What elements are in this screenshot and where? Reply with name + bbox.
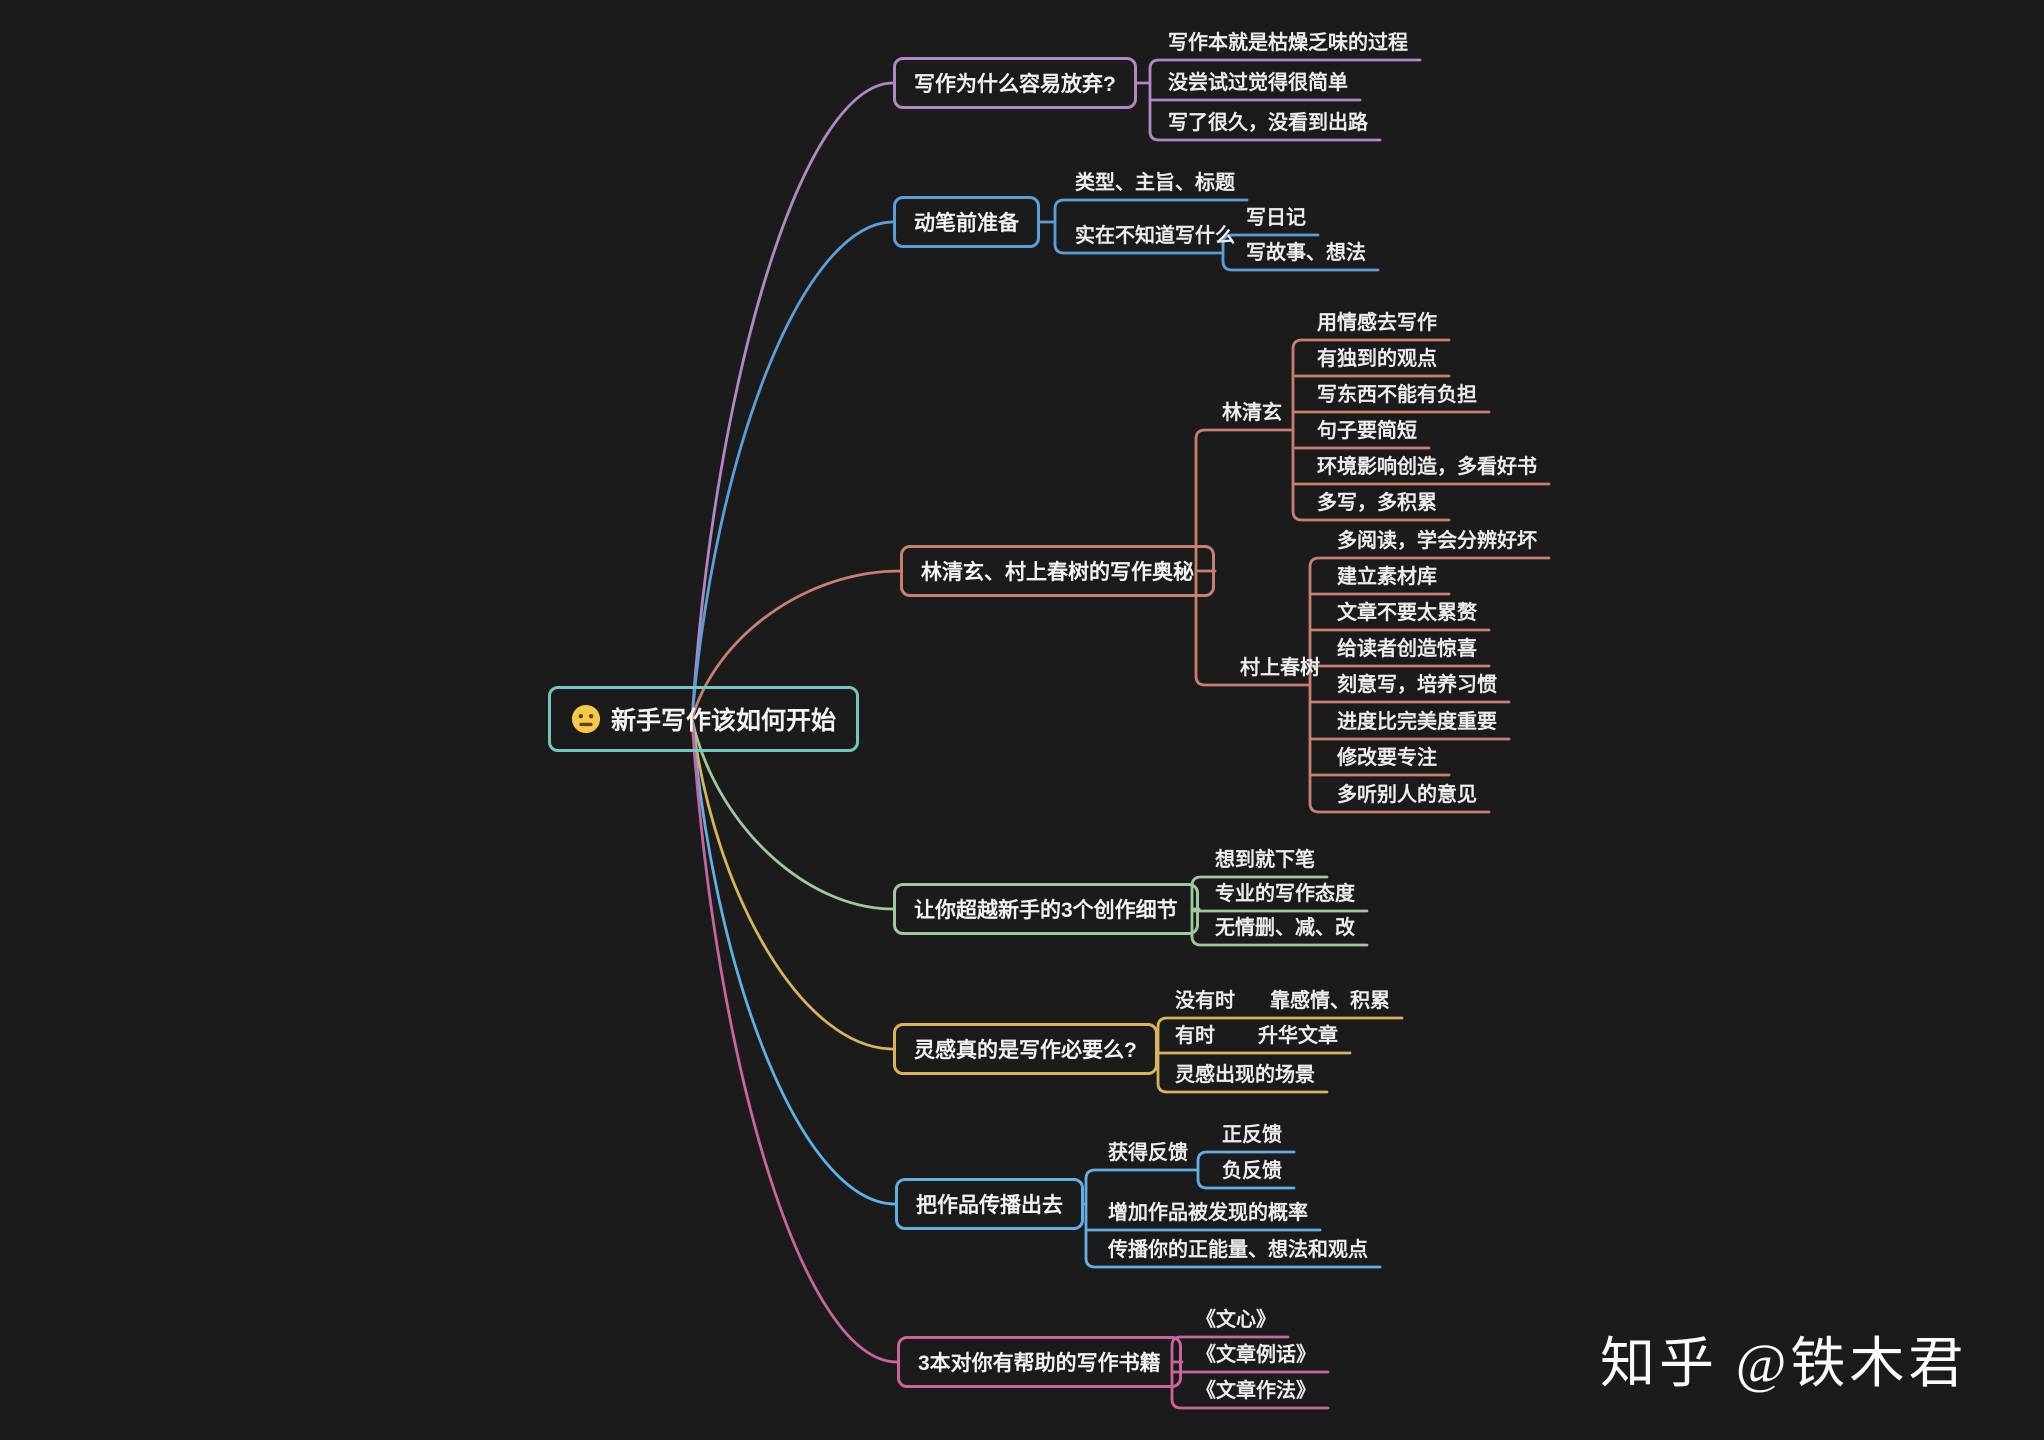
connector — [690, 717, 897, 1206]
connector — [690, 717, 899, 1364]
mindmap-subtopic[interactable]: 多阅读，学会分辨好坏 — [1337, 530, 1537, 552]
connector — [1084, 1168, 1200, 1181]
connector — [1170, 1397, 1330, 1410]
mindmap-subtopic[interactable]: 建立素材库 — [1337, 566, 1437, 588]
central-topic-label: 新手写作该如何开始 — [611, 707, 837, 735]
mindmap-subtopic[interactable]: 有时 — [1175, 1025, 1215, 1047]
connector — [1291, 509, 1451, 522]
central-topic[interactable]: 新手写作该如何开始 — [548, 686, 860, 752]
branch-topic[interactable]: 3本对你有帮助的写作书籍 — [897, 1336, 1182, 1388]
mindmap-subtopic[interactable]: 《文心》 — [1196, 1309, 1276, 1331]
connector — [1053, 198, 1249, 211]
connector — [1308, 801, 1491, 814]
mindmap-subtopic[interactable]: 给读者创造惊喜 — [1337, 638, 1477, 660]
mindmap-subtopic[interactable]: 实在不知道写什么 — [1075, 225, 1235, 247]
connector — [1221, 233, 1320, 246]
mindmap-subtopic[interactable]: 升华文章 — [1258, 1025, 1338, 1047]
mindmap-subtopic[interactable]: 进度比完美度重要 — [1337, 711, 1497, 733]
connector — [690, 717, 895, 1051]
mindmap-subtopic[interactable]: 获得反馈 — [1108, 1142, 1188, 1164]
mindmap-subtopic[interactable]: 《文章作法》 — [1196, 1380, 1316, 1402]
connector — [1194, 428, 1295, 441]
connector — [1156, 1081, 1329, 1094]
mindmap-subtopic[interactable]: 想到就下笔 — [1215, 849, 1315, 871]
connector — [1156, 1016, 1404, 1029]
connector — [1148, 58, 1422, 71]
mindmap-subtopic[interactable]: 有独到的观点 — [1317, 348, 1437, 370]
mindmap-subtopic[interactable]: 多听别人的意见 — [1337, 784, 1477, 806]
connector — [1291, 338, 1451, 351]
mindmap-subtopic[interactable]: 多写，多积累 — [1317, 492, 1437, 514]
connector — [1053, 242, 1225, 255]
mindmap-subtopic[interactable]: 专业的写作态度 — [1215, 883, 1355, 905]
watermark: 知乎 @铁木君 — [1600, 1333, 1968, 1394]
mindmap-subtopic[interactable]: 写故事、想法 — [1246, 242, 1366, 264]
mindmap-subtopic[interactable]: 无情删、减、改 — [1215, 917, 1355, 939]
mindmap-subtopic[interactable]: 修改要专注 — [1337, 747, 1437, 769]
mindmap-subtopic[interactable]: 传播你的正能量、想法和观点 — [1108, 1239, 1368, 1261]
connector — [1196, 1177, 1296, 1190]
connector — [1148, 129, 1382, 142]
mindmap-subtopic[interactable]: 灵感出现的场景 — [1175, 1064, 1315, 1086]
branch-topic[interactable]: 让你超越新手的3个创作细节 — [893, 883, 1199, 935]
mindmap-subtopic[interactable]: 村上春树 — [1240, 657, 1320, 679]
mindmap-subtopic[interactable]: 文章不要太累赘 — [1337, 602, 1477, 624]
mindmap-subtopic[interactable]: 正反馈 — [1222, 1124, 1282, 1146]
mindmap-subtopic[interactable]: 写了很久，没看到出路 — [1168, 112, 1368, 134]
branch-topic[interactable]: 写作为什么容易放弃? — [893, 57, 1137, 109]
mindmap-subtopic[interactable]: 增加作品被发现的概率 — [1108, 1202, 1308, 1224]
mindmap-subtopic[interactable]: 《文章例话》 — [1196, 1344, 1316, 1366]
mindmap-subtopic[interactable]: 环境影响创造，多看好书 — [1317, 456, 1537, 478]
mindmap-subtopic[interactable]: 写作本就是枯燥乏味的过程 — [1168, 32, 1408, 54]
connector — [690, 717, 895, 911]
mindmap-subtopic[interactable]: 句子要简短 — [1317, 420, 1417, 442]
branch-topic[interactable]: 把作品传播出去 — [895, 1178, 1084, 1230]
connector — [1221, 259, 1380, 272]
mindmap-subtopic[interactable]: 负反馈 — [1222, 1160, 1282, 1182]
branch-topic[interactable]: 动笔前准备 — [893, 196, 1040, 248]
connector — [1308, 556, 1551, 569]
connector — [1194, 674, 1312, 687]
mindmap-subtopic[interactable]: 刻意写，培养习惯 — [1337, 674, 1497, 696]
mindmap-subtopic[interactable]: 靠感情、积累 — [1270, 990, 1390, 1012]
mindmap-subtopic[interactable]: 没有时 — [1175, 990, 1235, 1012]
connector — [1190, 934, 1369, 947]
mindmap-subtopic[interactable]: 林清玄 — [1222, 402, 1282, 424]
mindmap-subtopic[interactable]: 用情感去写作 — [1317, 312, 1437, 334]
connector — [690, 220, 895, 721]
mindmap-subtopic[interactable]: 写日记 — [1246, 207, 1306, 229]
mindmap-subtopic[interactable]: 没尝试过觉得很简单 — [1168, 72, 1348, 94]
connector — [690, 81, 895, 721]
mindmap-subtopic[interactable]: 类型、主旨、标题 — [1075, 172, 1235, 194]
neutral-face-emoji-icon — [571, 704, 601, 734]
connector — [1084, 1256, 1382, 1269]
mindmap-subtopic[interactable]: 写东西不能有负担 — [1317, 384, 1477, 406]
branch-topic[interactable]: 林清玄、村上春树的写作奥秘 — [900, 545, 1215, 597]
branch-topic[interactable]: 灵感真的是写作必要么? — [893, 1023, 1158, 1075]
connector — [1196, 1150, 1296, 1163]
